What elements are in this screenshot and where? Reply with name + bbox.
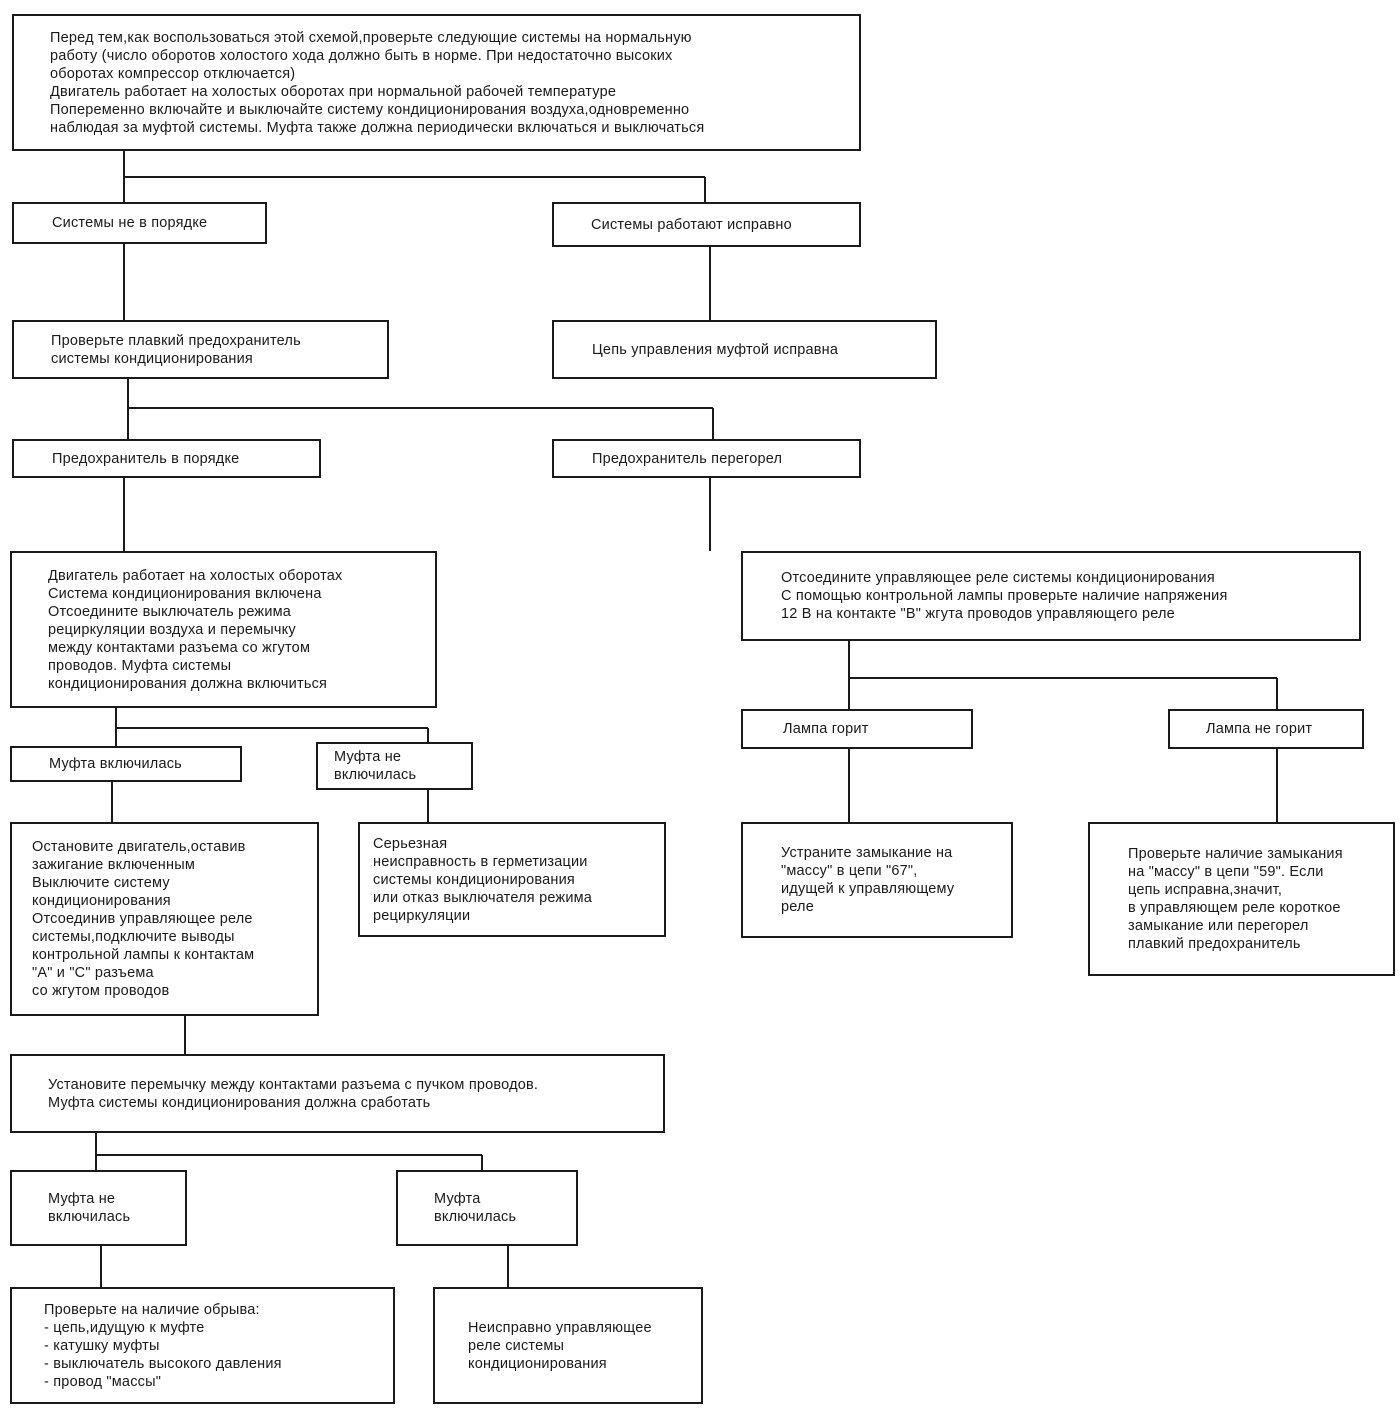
- box-text-line: кондиционирования должна включиться: [48, 675, 328, 692]
- box-text-line: Проверьте плавкий предохранитель: [51, 332, 301, 349]
- box-text-line: Двигатель работает на холостых оборотах: [48, 567, 343, 584]
- box-text-line: кондиционирования: [32, 893, 171, 909]
- box-text-line: Муфта системы кондиционирования должна с…: [48, 1094, 431, 1111]
- box-clutch-on-2: Муфта включилась: [396, 1170, 578, 1246]
- box-text-line: Отсоедините выключатель режима: [48, 603, 292, 620]
- box-text-line: Предохранитель перегорел: [592, 450, 783, 467]
- box-text-line: контрольной лампы к контактам: [32, 947, 255, 963]
- box-text-line: Муфта включилась: [49, 756, 182, 772]
- box-text-line: реле системы: [468, 1337, 565, 1354]
- box-text-line: замыкание или перегорел: [1128, 918, 1309, 934]
- box-text-line: зажигание включенным: [32, 857, 195, 873]
- box-text-line: плавкий предохранитель: [1128, 936, 1301, 952]
- box-text-line: включилась: [334, 767, 417, 783]
- box-text-line: или отказ выключателя режима: [373, 889, 593, 906]
- box-text-line: включилась: [434, 1209, 517, 1225]
- box-text-line: со жгутом проводов: [32, 983, 170, 999]
- box-text-line: рециркуляции воздуха и перемычку: [48, 621, 296, 638]
- box-lamp-off: Лампа не горит: [1168, 709, 1364, 749]
- box-text-line: - провод "массы": [44, 1373, 162, 1390]
- box-text-line: Неисправно управляющее: [468, 1319, 652, 1336]
- box-text-line: реле: [781, 899, 814, 915]
- box-text-line: между контактами разъема со жгутом: [48, 639, 311, 656]
- box-text-line: Попеременно включайте и выключайте систе…: [50, 101, 690, 118]
- box-text-line: Серьезная: [373, 835, 448, 852]
- box-text-line: - цепь,идущую к муфте: [44, 1319, 205, 1336]
- box-text-line: 12 В на контакте "В" жгута проводов упра…: [781, 606, 1175, 622]
- box-text-line: Установите перемычку между контактами ра…: [48, 1076, 539, 1093]
- box-text-line: наблюдая за муфтой системы. Муфта также …: [50, 119, 705, 136]
- box-text-line: Выключите систему: [32, 875, 170, 891]
- box-text-line: Системы не в порядке: [52, 215, 208, 231]
- box-text-line: Остановите двигатель,оставив: [32, 839, 246, 855]
- box-clutch-circuit-ok: Цепь управления муфтой исправна: [552, 320, 937, 379]
- box-text-line: работу (число оборотов холостого хода до…: [50, 47, 673, 64]
- box-text-line: Отсоедините управляющее реле системы кон…: [781, 570, 1215, 586]
- box-engine-idle: Двигатель работает на холостых оборотах …: [10, 551, 437, 708]
- box-text-line: системы,подключите выводы: [32, 929, 235, 945]
- box-text-line: Муфта: [434, 1191, 481, 1207]
- box-text-line: идущей к управляющему: [781, 881, 955, 897]
- box-check-fuse: Проверьте плавкий предохранитель системы…: [12, 320, 389, 379]
- box-clutch-off-2: Муфта не включилась: [10, 1170, 187, 1246]
- box-clutch-on-1: Муфта включилась: [10, 746, 242, 782]
- box-text-line: - катушку муфты: [44, 1337, 160, 1354]
- box-text-line: "А" и "С" разъема: [32, 965, 154, 981]
- box-text-line: Отсоединив управляющее реле: [32, 911, 253, 927]
- box-text-line: кондиционирования: [468, 1355, 607, 1372]
- box-text-line: Системы работают исправно: [591, 216, 792, 233]
- box-text-line: - выключатель высокого давления: [44, 1355, 282, 1372]
- box-fuse-ok: Предохранитель в порядке: [12, 439, 321, 478]
- box-text-line: в управляющем реле короткое: [1128, 900, 1341, 916]
- box-systems-not-ok: Системы не в порядке: [12, 202, 267, 244]
- box-text-line: цепь исправна,значит,: [1128, 882, 1283, 898]
- box-check-short-59: Проверьте наличие замыкания на "массу" в…: [1088, 822, 1395, 976]
- box-text-line: Система кондиционирования включена: [48, 585, 322, 602]
- box-fix-short-67: Устраните замыкание на "массу" в цепи "6…: [741, 822, 1013, 938]
- box-text-line: Предохранитель в порядке: [52, 450, 240, 467]
- box-text-line: системы кондиционирования: [373, 871, 575, 888]
- box-fuse-blown: Предохранитель перегорел: [552, 439, 861, 478]
- box-text-line: "массу" в цепи "67",: [781, 863, 918, 879]
- box-serious-fault: Серьезная неисправность в герметизации с…: [358, 822, 666, 937]
- box-install-jumper: Установите перемычку между контактами ра…: [10, 1054, 665, 1133]
- box-text-line: Цепь управления муфтой исправна: [592, 341, 839, 358]
- box-text-line: Муфта не: [48, 1191, 116, 1207]
- box-relay-faulty: Неисправно управляющее реле системы конд…: [433, 1287, 703, 1404]
- box-text-line: оборотах компрессор отключается): [50, 65, 296, 82]
- box-text-line: Проверьте на наличие обрыва:: [44, 1301, 260, 1318]
- box-text-line: проводов. Муфта системы: [48, 657, 232, 674]
- box-text-line: Лампа горит: [783, 721, 869, 737]
- box-disconnect-relay: Отсоедините управляющее реле системы кон…: [741, 551, 1361, 641]
- box-text-line: Устраните замыкание на: [781, 845, 953, 861]
- box-text-line: С помощью контрольной лампы проверьте на…: [781, 588, 1228, 604]
- box-text-line: Перед тем,как воспользоваться этой схемо…: [50, 29, 692, 46]
- box-text-line: Проверьте наличие замыкания: [1128, 846, 1343, 862]
- box-stop-engine: Остановите двигатель,оставив зажигание в…: [10, 822, 319, 1016]
- box-text-line: системы кондиционирования: [51, 350, 253, 367]
- box-text-line: Муфта не: [334, 749, 402, 765]
- box-start-check: Перед тем,как воспользоваться этой схемо…: [12, 14, 861, 151]
- box-text-line: рециркуляции: [373, 907, 471, 924]
- box-lamp-on: Лампа горит: [741, 709, 973, 749]
- box-text-line: включилась: [48, 1209, 131, 1225]
- box-check-break: Проверьте на наличие обрыва: - цепь,идущ…: [10, 1287, 395, 1404]
- box-text-line: неисправность в герметизации: [373, 853, 588, 870]
- box-text-line: на "массу" в цепи "59". Если: [1128, 864, 1324, 880]
- box-clutch-off-1: Муфта не включилась: [316, 742, 473, 790]
- box-text-line: Лампа не горит: [1206, 721, 1313, 737]
- box-text-line: Двигатель работает на холостых оборотах …: [50, 83, 617, 100]
- box-systems-ok: Системы работают исправно: [552, 202, 861, 247]
